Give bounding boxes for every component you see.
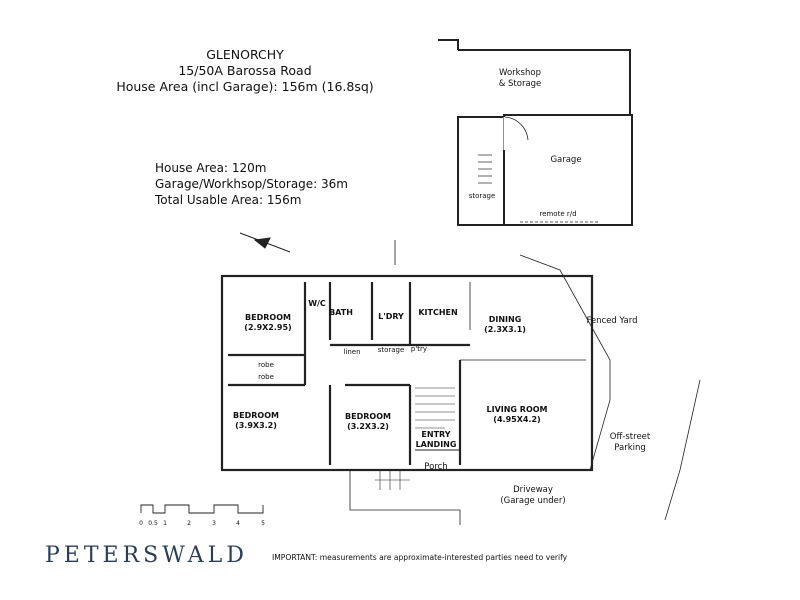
garage-building-walls bbox=[438, 39, 633, 226]
scale-bar bbox=[140, 504, 264, 514]
disclaimer: IMPORTANT: measurements are approximate-… bbox=[272, 553, 568, 562]
scale-tick: 5 bbox=[261, 520, 265, 527]
garage-label: Garage bbox=[550, 155, 582, 165]
total-usable-area: Total Usable Area: 156m bbox=[155, 193, 302, 207]
scale-tick: 4 bbox=[236, 520, 240, 527]
garage-stairs bbox=[478, 154, 600, 223]
scale-tick: 0 bbox=[139, 520, 143, 527]
house-area: House Area: 120m bbox=[155, 161, 267, 175]
workshop-label: Workshop& Storage bbox=[498, 68, 542, 89]
laundry-label: L'DRY bbox=[378, 312, 404, 321]
bedroom-3-label: BEDROOM(3.2X3.2) bbox=[345, 412, 391, 431]
site-boundary bbox=[349, 240, 701, 525]
robe-2-label: robe bbox=[258, 373, 274, 381]
suburb-title: GLENORCHY bbox=[206, 47, 284, 62]
linen-label: linen bbox=[343, 348, 361, 356]
living-room-label: LIVING ROOM(4.95X4.2) bbox=[486, 405, 548, 424]
bedroom-1-label: BEDROOM(2.9X2.95) bbox=[244, 313, 292, 332]
scale-tick: 0.5 bbox=[148, 520, 158, 527]
scale-tick: 3 bbox=[212, 520, 216, 527]
storage-label: storage bbox=[377, 346, 405, 354]
brand-logo: PETERSWALD bbox=[45, 543, 248, 568]
bedroom-2-label: BEDROOM(3.9X3.2) bbox=[233, 411, 279, 430]
remote-door-label: remote r/d bbox=[539, 210, 577, 218]
north-arrow-icon bbox=[239, 232, 291, 253]
robe-1-label: robe bbox=[258, 361, 274, 369]
garage-area: Garage/Workhsop/Storage: 36m bbox=[155, 177, 348, 191]
bath-label: BATH bbox=[329, 308, 353, 317]
garage-storage-label: storage bbox=[468, 192, 496, 200]
scale-tick: 2 bbox=[187, 520, 191, 527]
scale-tick: 1 bbox=[163, 520, 167, 527]
pantry-label: p'try bbox=[410, 345, 428, 353]
house-walls bbox=[220, 274, 594, 472]
total-area-heading: House Area (incl Garage): 156m (16.8sq) bbox=[116, 79, 374, 94]
dining-label: DINING(2.3X3.1) bbox=[484, 315, 526, 334]
driveway-label: Driveway(Garage under) bbox=[500, 485, 566, 506]
entry-stairs bbox=[375, 387, 455, 490]
address: 15/50A Barossa Road bbox=[178, 63, 312, 78]
fenced-yard-label: Fenced Yard bbox=[586, 316, 638, 326]
wc-label: W/C bbox=[308, 299, 326, 308]
kitchen-label: KITCHEN bbox=[418, 308, 458, 317]
porch-label: Porch bbox=[424, 462, 448, 472]
